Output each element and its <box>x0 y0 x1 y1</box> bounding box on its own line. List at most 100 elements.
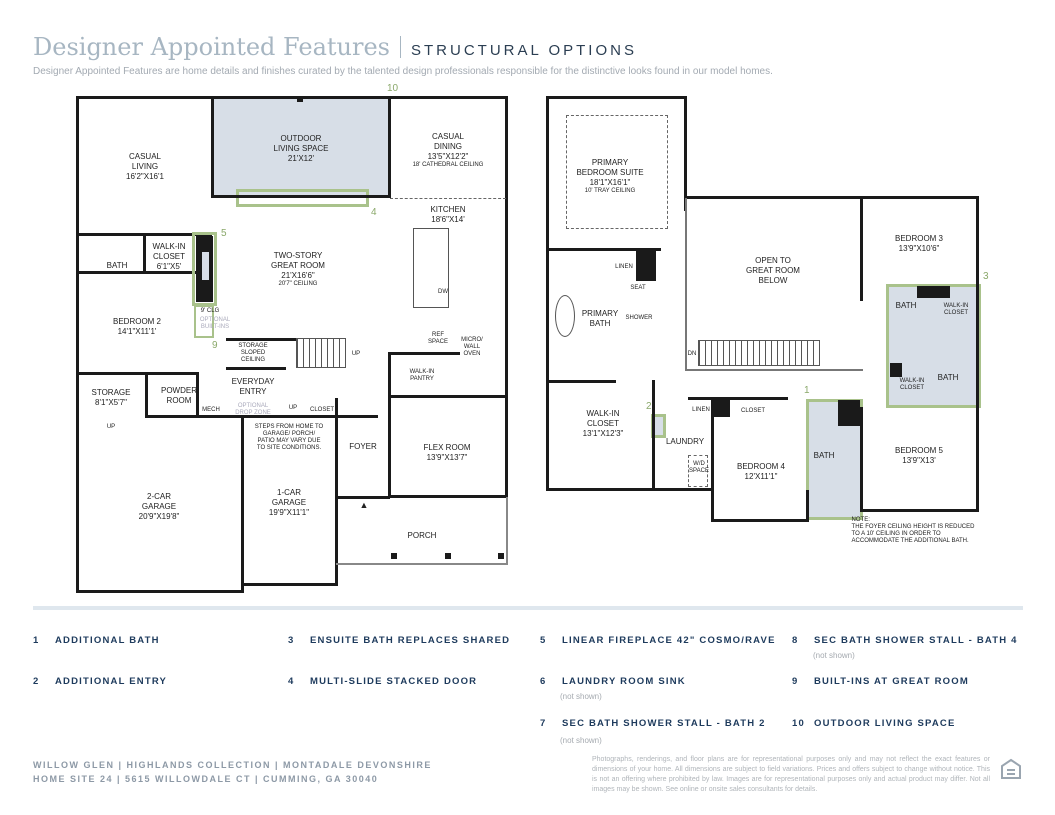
porch-column <box>445 553 451 559</box>
kitchen-island <box>413 228 449 308</box>
staircase <box>296 338 346 368</box>
ensuite-bath-option <box>886 284 981 408</box>
wall <box>335 496 390 499</box>
title-divider <box>400 36 401 58</box>
bath-cabinet <box>917 286 950 298</box>
bath-cabinet <box>838 400 860 426</box>
marker-3: 3 <box>983 271 989 282</box>
legend-note: (not shown) <box>560 736 602 745</box>
bath-cabinet <box>890 363 902 377</box>
entry-up-label: UP <box>288 405 298 411</box>
porch-edge <box>506 497 508 565</box>
linen-label-2: LINEN <box>692 407 710 413</box>
wall <box>143 236 146 271</box>
wall <box>711 400 714 522</box>
wall <box>860 196 863 301</box>
wall <box>806 490 809 522</box>
entry-arrow-icon: ▲ <box>359 500 369 510</box>
room-foyer: FOYER <box>349 442 377 451</box>
wall <box>505 96 508 498</box>
wall <box>196 372 199 417</box>
wd-space <box>688 455 708 487</box>
wall <box>226 367 286 370</box>
room-additional-bath: BATH <box>813 451 835 460</box>
room-porch: PORCH <box>407 531 437 540</box>
wall <box>546 380 616 383</box>
wall <box>976 196 979 511</box>
room-laundry: LAUNDRY <box>665 437 705 446</box>
wall <box>145 372 148 417</box>
legal-disclaimer: Photographs, renderings, and floor plans… <box>592 756 990 793</box>
marker-9: 9 <box>212 340 218 351</box>
tray-ceiling <box>566 115 668 229</box>
open-to-below-rail <box>685 198 863 371</box>
legend-note: (not shown) <box>813 651 855 660</box>
wall <box>241 417 244 593</box>
room-mech: MECH <box>202 407 220 413</box>
wall <box>388 97 391 198</box>
marker-5: 5 <box>221 228 227 239</box>
porch-column <box>391 553 397 559</box>
fireplace-glass <box>202 252 209 280</box>
equal-housing-icon <box>1000 758 1022 782</box>
wall <box>684 96 687 211</box>
ceiling-label: 9' CLG <box>200 308 220 314</box>
home-site-address: HOME SITE 24 | 5615 WILLOWDALE CT | CUMM… <box>33 774 379 784</box>
wall <box>77 96 507 99</box>
wall <box>335 398 338 586</box>
wall <box>76 590 244 593</box>
linen-cabinet <box>636 248 656 281</box>
marker-1: 1 <box>804 385 810 396</box>
storage-up-label: UP <box>106 424 116 430</box>
foyer-ceiling-note: NOTE:THE FOYER CEILING HEIGHT IS REDUCED… <box>851 517 975 544</box>
wall <box>688 397 788 400</box>
wall <box>388 352 460 355</box>
title-text: Designer Appointed Features <box>33 33 390 61</box>
shower-label: SHOWER <box>625 315 653 321</box>
wall <box>546 96 687 99</box>
section-divider <box>33 606 1023 610</box>
marker-4: 4 <box>371 207 377 218</box>
room-bath: BATH <box>106 261 128 270</box>
section-title: STRUCTURAL OPTIONS <box>411 42 637 59</box>
wall <box>546 488 714 491</box>
marker-10: 10 <box>387 83 399 94</box>
stair-down-label: DN <box>687 351 697 357</box>
wall <box>211 195 391 198</box>
room-ensuite-bath-b: BATH <box>937 373 959 382</box>
fireplace-option <box>192 232 217 306</box>
linen-label: LINEN <box>615 264 633 270</box>
wall <box>77 372 199 375</box>
wall <box>388 395 507 398</box>
wall <box>684 196 979 199</box>
legend-note: (not shown) <box>560 692 602 701</box>
room-ensuite-bath-a: BATH <box>895 301 917 310</box>
fireplace-vent <box>297 97 303 102</box>
